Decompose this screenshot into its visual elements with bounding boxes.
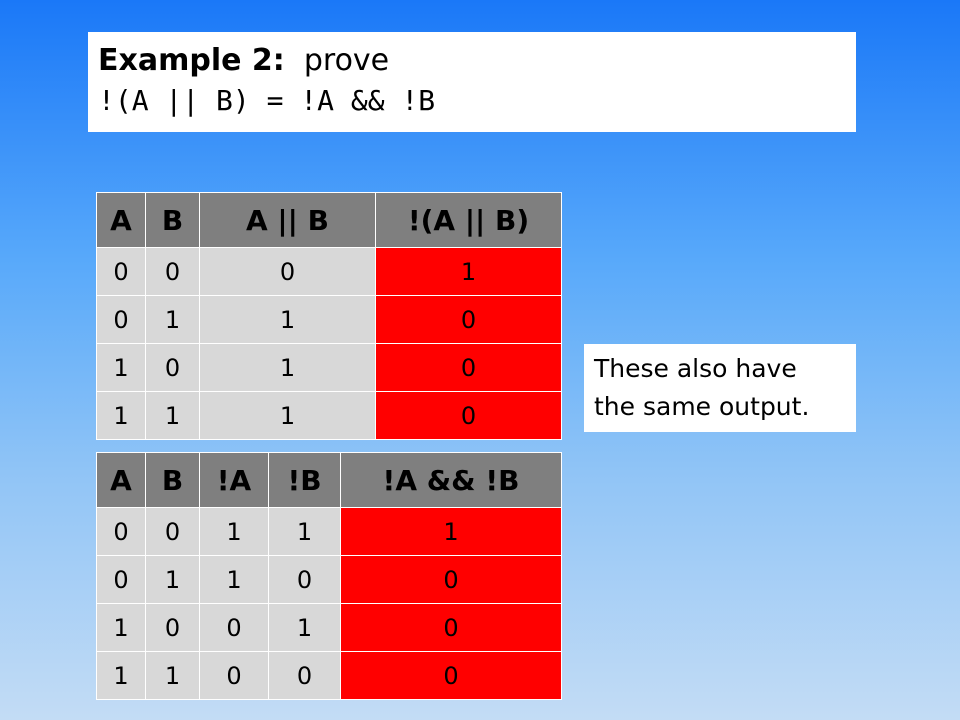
title-expression: !(A || B) = !A && !B	[98, 84, 436, 117]
header-b: B	[145, 192, 200, 248]
table-row: 0 1 1 0 0	[96, 555, 562, 604]
header-not-a-or-b: !(A || B)	[375, 192, 562, 248]
cell-b: 1	[145, 555, 200, 604]
header-a: A	[96, 192, 146, 248]
cell-not-a: 0	[199, 603, 269, 652]
table-row: 1 0 1 0	[96, 343, 562, 392]
table-row: 1 1 1 0	[96, 391, 562, 440]
cell-a: 0	[96, 295, 146, 344]
title-heading: Example 2: prove	[98, 41, 846, 81]
cell-not-a-and-not-b: 0	[340, 651, 562, 700]
header-not-a: !A	[199, 452, 269, 508]
title-label: Example 2:	[98, 43, 285, 78]
cell-not-a: 1	[199, 555, 269, 604]
cell-a-or-b: 1	[199, 343, 376, 392]
cell-not-b: 0	[268, 651, 341, 700]
note-box: These also have the same output.	[584, 344, 856, 432]
header-b: B	[145, 452, 200, 508]
cell-a-or-b: 1	[199, 295, 376, 344]
cell-not-a: 1	[199, 507, 269, 556]
cell-not-a-or-b: 0	[375, 295, 562, 344]
note-line-2: the same output.	[594, 392, 810, 421]
cell-b: 0	[145, 247, 200, 296]
title-box: Example 2: prove !(A || B) = !A && !B	[88, 32, 856, 132]
table-header-row: A B A || B !(A || B)	[96, 192, 562, 248]
cell-a-or-b: 1	[199, 391, 376, 440]
cell-not-a: 0	[199, 651, 269, 700]
table-row: 0 1 1 0	[96, 295, 562, 344]
cell-a: 1	[96, 651, 146, 700]
truth-table-and-of-negations: A B !A !B !A && !B 0 0 1 1 1 0 1 1 0 0 1…	[96, 452, 562, 700]
table-row: 1 0 0 1 0	[96, 603, 562, 652]
cell-a: 0	[96, 555, 146, 604]
table-header-row: A B !A !B !A && !B	[96, 452, 562, 508]
cell-not-a-or-b: 0	[375, 391, 562, 440]
cell-a: 0	[96, 247, 146, 296]
cell-not-a-and-not-b: 1	[340, 507, 562, 556]
header-a-or-b: A || B	[199, 192, 376, 248]
cell-not-a-and-not-b: 0	[340, 555, 562, 604]
cell-a: 1	[96, 343, 146, 392]
table-row: 1 1 0 0 0	[96, 651, 562, 700]
cell-a-or-b: 0	[199, 247, 376, 296]
cell-b: 1	[145, 651, 200, 700]
cell-a: 0	[96, 507, 146, 556]
cell-not-a-and-not-b: 0	[340, 603, 562, 652]
cell-not-b: 1	[268, 603, 341, 652]
cell-not-b: 1	[268, 507, 341, 556]
cell-not-b: 0	[268, 555, 341, 604]
cell-a: 1	[96, 603, 146, 652]
cell-b: 0	[145, 507, 200, 556]
table-row: 0 0 1 1 1	[96, 507, 562, 556]
title-verb: prove	[303, 43, 390, 78]
cell-a: 1	[96, 391, 146, 440]
cell-b: 0	[145, 343, 200, 392]
header-a: A	[96, 452, 146, 508]
cell-not-a-or-b: 0	[375, 343, 562, 392]
cell-b: 1	[145, 391, 200, 440]
truth-table-or-negation: A B A || B !(A || B) 0 0 0 1 0 1 1 0 1 0…	[96, 192, 562, 440]
table-row: 0 0 0 1	[96, 247, 562, 296]
header-not-a-and-not-b: !A && !B	[340, 452, 562, 508]
note-line-1: These also have	[594, 354, 797, 383]
cell-b: 1	[145, 295, 200, 344]
cell-not-a-or-b: 1	[375, 247, 562, 296]
cell-b: 0	[145, 603, 200, 652]
header-not-b: !B	[268, 452, 341, 508]
